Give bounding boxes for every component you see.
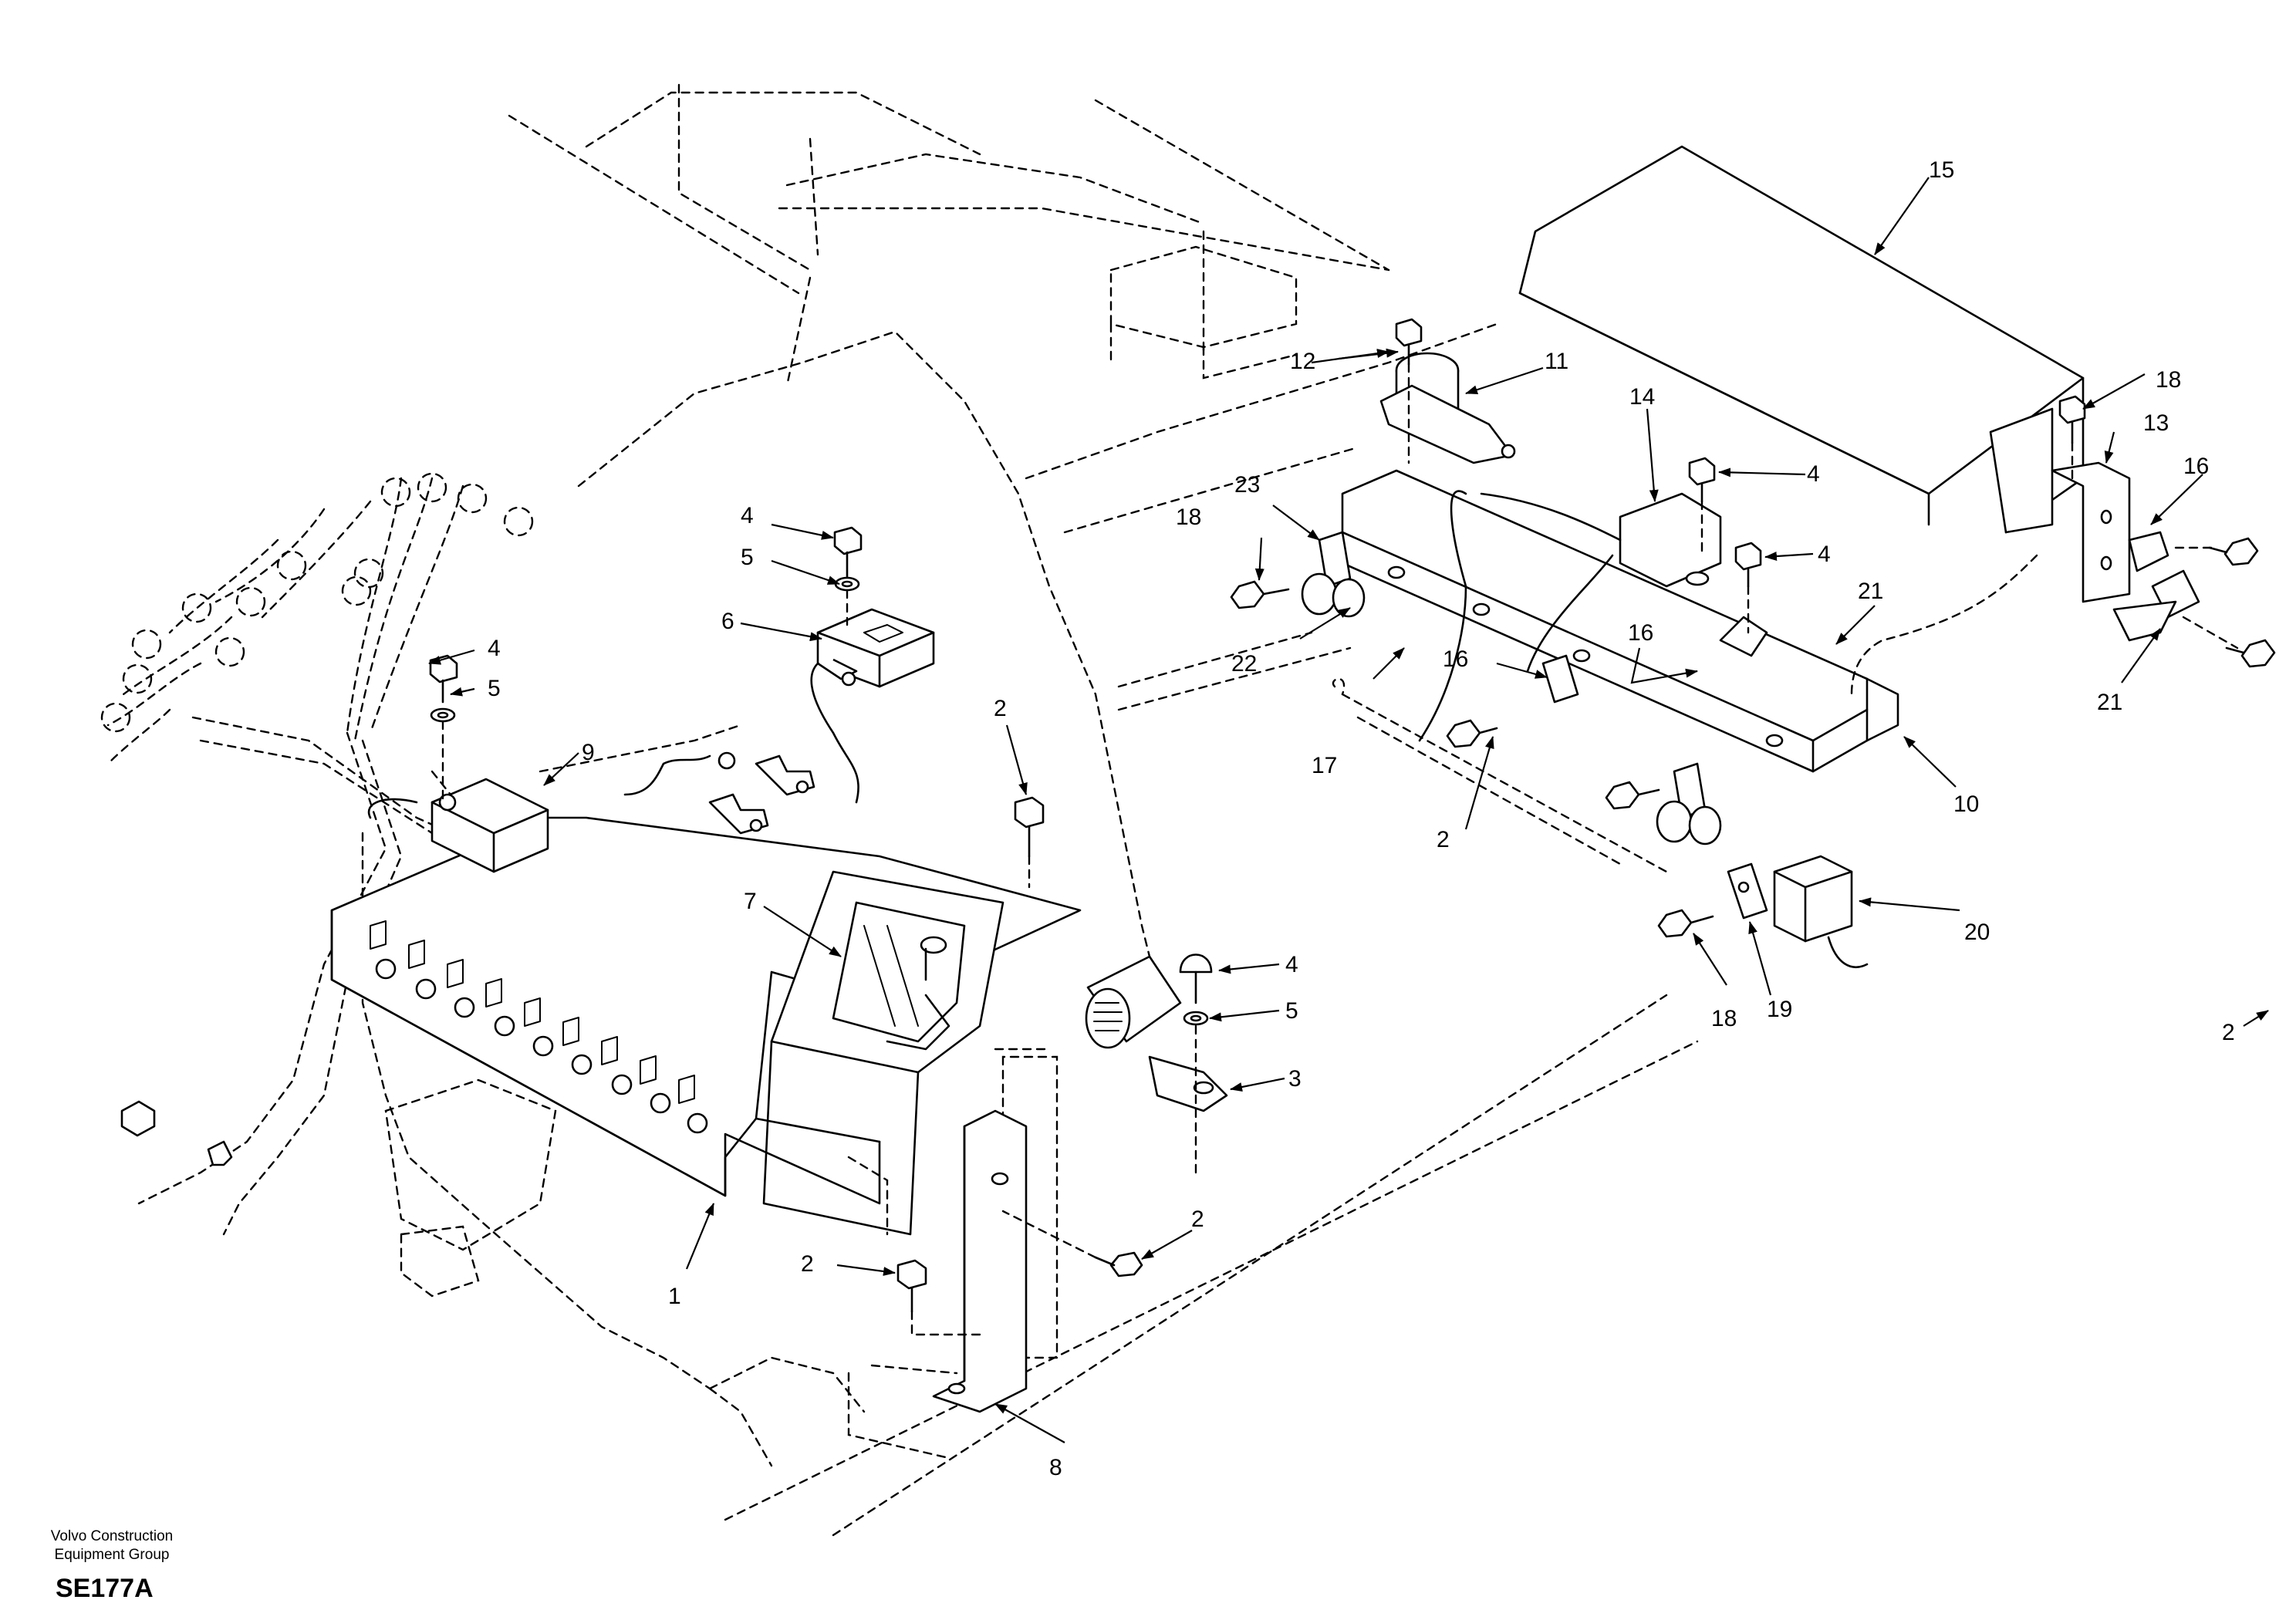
callout-23: 23 [1234, 472, 1260, 498]
callout-16: 16 [1443, 646, 1468, 672]
callout-numbers: 1 2 2 2 2 2 3 4 4 4 4 4 5 5 5 6 7 8 9 10… [488, 157, 2235, 1480]
callout-14: 14 [1629, 384, 1655, 410]
callout-13: 13 [2143, 410, 2169, 436]
callout-11: 11 [1545, 349, 1568, 374]
callout-5: 5 [488, 676, 501, 701]
callout-4: 4 [488, 636, 501, 661]
callout-17: 17 [1312, 753, 1337, 778]
harness-connector-loops [100, 472, 534, 733]
callout-5: 5 [1285, 998, 1298, 1024]
callout-2: 2 [1191, 1207, 1204, 1232]
company-line-2: Equipment Group [54, 1547, 170, 1563]
part-6-module [810, 608, 935, 804]
callout-10: 10 [1953, 791, 1979, 817]
callout-9: 9 [582, 740, 595, 765]
callout-16: 16 [2183, 454, 2209, 479]
fuse-row [370, 920, 708, 1134]
callout-5: 5 [741, 545, 754, 570]
bolts-and-washers [429, 318, 2276, 1336]
callout-16: 16 [1628, 620, 1653, 646]
callout-20: 20 [1964, 920, 1990, 945]
callout-12: 12 [1290, 349, 1315, 374]
callout-2: 2 [1437, 827, 1450, 852]
part-19-bracket [1727, 862, 1768, 920]
part-9-module [430, 778, 549, 873]
part-3-horn [1085, 955, 1228, 1112]
clamps-and-cushions [1301, 531, 2200, 845]
wire-clips [367, 751, 815, 835]
callout-4: 4 [1285, 952, 1298, 977]
callout-18: 18 [1711, 1006, 1737, 1031]
callout-6: 6 [721, 609, 734, 634]
callout-8: 8 [1049, 1455, 1062, 1480]
callout-7: 7 [744, 889, 757, 914]
part-7-relay-holder [762, 870, 1004, 1236]
callout-21: 21 [2097, 690, 2122, 715]
part-8-stay [932, 1109, 1028, 1413]
part-20-relay [1773, 855, 1869, 968]
callout-4: 4 [1807, 461, 1820, 487]
loose-connectors [120, 1100, 233, 1166]
callout-21: 21 [1858, 579, 1883, 604]
part-11-battery-relay [1379, 352, 1516, 464]
callout-3: 3 [1288, 1066, 1302, 1092]
part-14-circuit-breaker [1418, 490, 1722, 742]
callout-18: 18 [1176, 505, 1201, 530]
part-10-cable-bracket [1341, 469, 1899, 773]
machine-phantom-outline [361, 83, 1699, 1537]
callout-19: 19 [1767, 997, 1792, 1022]
callout-4: 4 [1818, 542, 1831, 567]
callout-2: 2 [994, 696, 1007, 721]
callout-leaders [428, 177, 2269, 1443]
callout-2: 2 [801, 1251, 814, 1277]
callout-4: 4 [741, 503, 754, 528]
drawing-code: SE177A [56, 1574, 154, 1603]
part-15-cover [1518, 145, 2085, 534]
callout-15: 15 [1929, 157, 1954, 183]
callout-1: 1 [668, 1284, 681, 1309]
company-caption: Volvo Construction Equipment Group [31, 1527, 193, 1564]
part-13-bracket [2051, 461, 2131, 603]
callout-2: 2 [2222, 1020, 2235, 1045]
company-line-1: Volvo Construction [50, 1528, 174, 1544]
callout-22: 22 [1231, 651, 1257, 677]
callout-18: 18 [2156, 367, 2181, 393]
